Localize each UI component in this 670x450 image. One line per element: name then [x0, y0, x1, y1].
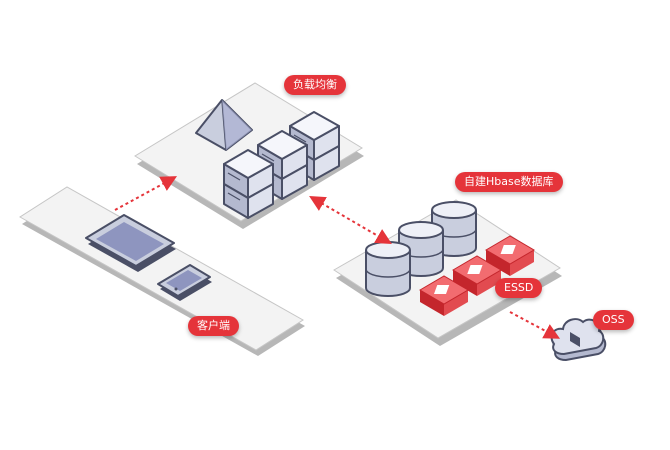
oss-label: OSS	[593, 310, 634, 330]
load-balancer-label: 负载均衡	[284, 75, 346, 95]
client-to-lb-arrow	[114, 176, 178, 211]
lb-to-db-arrow	[309, 195, 392, 245]
hbase-label: 自建Hbase数据库	[455, 172, 563, 192]
server-icon	[223, 149, 274, 219]
client-label: 客户端	[188, 316, 239, 336]
essd-disk-icon	[452, 255, 502, 296]
phone-icon	[157, 264, 212, 301]
db-to-oss-arrow	[509, 311, 561, 339]
pyramid-icon	[195, 99, 253, 151]
essd-disk-icon	[419, 275, 469, 316]
oss-cloud-icon	[550, 318, 607, 362]
essd-label: ESSD	[495, 278, 543, 298]
tablet-icon	[85, 214, 176, 272]
essd-disk-icon	[485, 235, 535, 276]
database-icon	[365, 241, 411, 297]
